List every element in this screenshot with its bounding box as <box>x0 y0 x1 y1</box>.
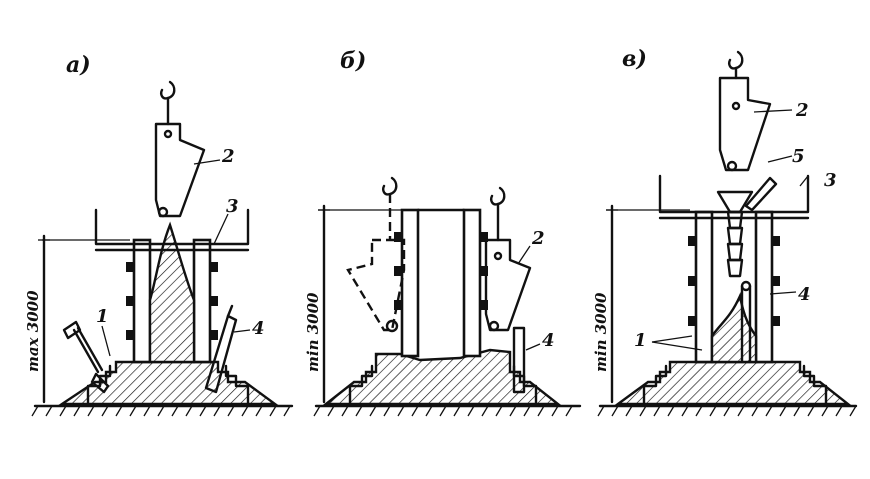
step-formwork <box>86 364 250 406</box>
vibrator <box>204 304 238 394</box>
dimension-label: max 3000 <box>24 290 42 372</box>
callout-4: 4 <box>252 318 265 339</box>
dimension-line <box>38 234 50 404</box>
panel-label: в) <box>622 46 647 72</box>
callout-3: 3 <box>226 196 239 217</box>
working-platform <box>94 208 250 252</box>
dimension-label: min 3000 <box>592 292 610 372</box>
callout-1: 1 <box>96 306 109 327</box>
column-formwork-right <box>754 210 774 364</box>
column-formwork-right <box>192 238 212 364</box>
dimension-label: min 3000 <box>304 292 322 372</box>
callout-1: 1 <box>634 330 647 351</box>
callout-5: 5 <box>792 146 805 167</box>
panel-label: б) <box>340 48 366 74</box>
concrete-bucket <box>484 186 532 332</box>
vibrator <box>512 326 526 394</box>
column-concrete <box>148 221 196 364</box>
callout-2: 2 <box>221 146 235 167</box>
trunk-chute <box>716 176 778 278</box>
dimension-line <box>318 204 330 404</box>
bucket-previous-position <box>346 176 406 333</box>
callout-3: 3 <box>824 170 837 191</box>
panel-c: min 3000 в) 1 2 3 4 5 <box>592 46 858 417</box>
column-formwork-left <box>694 210 714 364</box>
vibrator <box>740 280 752 364</box>
column-formwork-right <box>462 208 482 358</box>
panel-a: max 3000 а) 1 2 3 4 <box>24 52 294 417</box>
panel-label: а) <box>66 52 91 78</box>
ground-line <box>597 404 858 417</box>
clamps <box>688 236 780 326</box>
ground-line <box>313 404 582 417</box>
ground-line <box>31 404 294 417</box>
foundation-concrete <box>614 360 852 406</box>
panel-b: min 3000 б) 2 4 <box>304 48 582 417</box>
callout-2: 2 <box>531 228 545 249</box>
column-formwork-left <box>132 238 152 364</box>
dimension-line <box>606 204 618 404</box>
clamps <box>394 232 488 310</box>
callout-4: 4 <box>542 330 555 351</box>
step-formwork <box>642 364 828 406</box>
column-concrete <box>710 292 758 364</box>
callout-4: 4 <box>798 284 811 305</box>
column-formwork-left <box>400 208 420 358</box>
concrete-bucket <box>718 50 772 172</box>
clamps <box>126 262 218 340</box>
callout-2: 2 <box>795 100 809 121</box>
concrete-bucket <box>154 80 206 218</box>
hand-tool <box>62 320 110 394</box>
